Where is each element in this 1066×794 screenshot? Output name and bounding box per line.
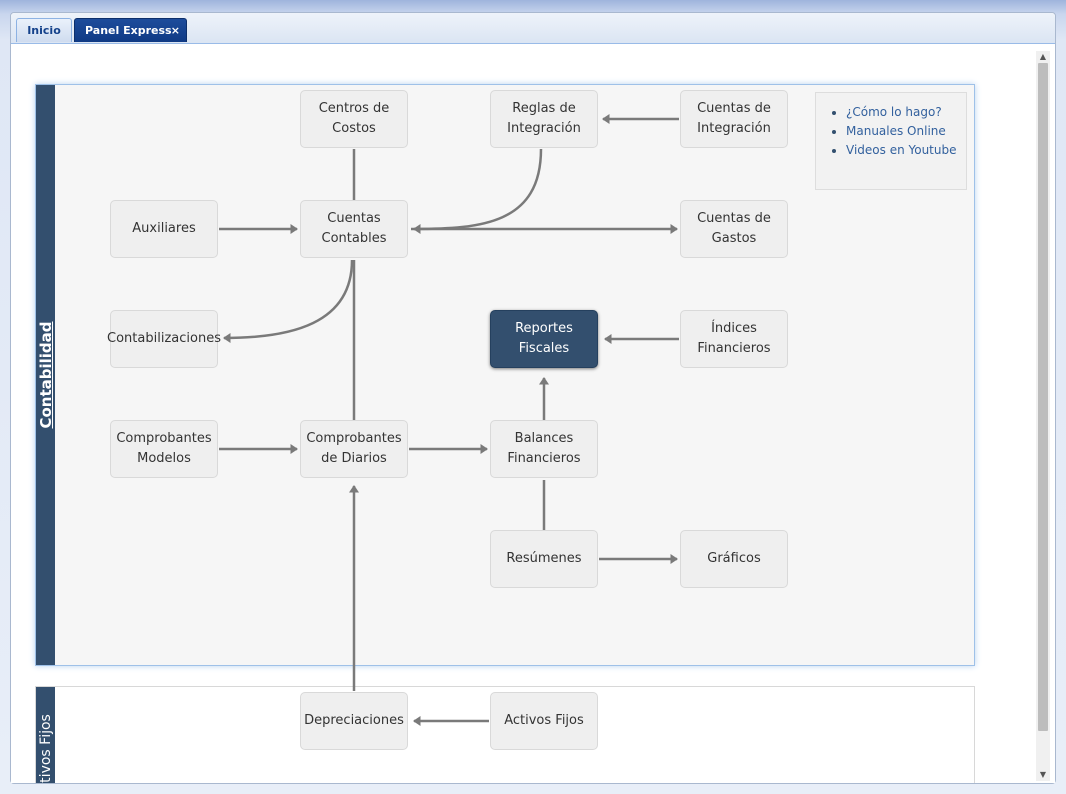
section-activos-fijos: Activos Fijos <box>35 686 975 783</box>
vertical-scrollbar[interactable]: ▲ ▼ <box>1036 51 1050 781</box>
help-links-list: ¿Cómo lo hago? Manuales Online Videos en… <box>824 103 958 160</box>
main-window: Inicio Panel Express × Contabilidad Acti… <box>10 12 1056 784</box>
help-link-item: Manuales Online <box>846 122 958 141</box>
node-cuentas-de-gastos[interactable]: Cuentas de Gastos <box>680 200 788 258</box>
node-depreciaciones[interactable]: Depreciaciones <box>300 692 408 750</box>
close-icon[interactable]: × <box>170 24 180 37</box>
section-title-activos-fijos: Activos Fijos <box>37 714 54 783</box>
node-reportes-fiscales[interactable]: Reportes Fiscales <box>490 310 598 368</box>
tab-panel-express-label: Panel Express <box>85 24 172 37</box>
node-reglas-de-integracion[interactable]: Reglas de Integración <box>490 90 598 148</box>
node-indices-financieros[interactable]: Índices Financieros <box>680 310 788 368</box>
section-label-contabilidad[interactable]: Contabilidad <box>36 85 55 665</box>
section-label-activos-fijos: Activos Fijos <box>36 687 55 783</box>
node-comprobantes-modelos[interactable]: Comprobantes Modelos <box>110 420 218 478</box>
tab-inicio[interactable]: Inicio <box>16 18 72 42</box>
node-cuentas-contables[interactable]: Cuentas Contables <box>300 200 408 258</box>
node-balances-financieros[interactable]: Balances Financieros <box>490 420 598 478</box>
node-auxiliares[interactable]: Auxiliares <box>110 200 218 258</box>
node-comprobantes-de-diarios[interactable]: Comprobantes de Diarios <box>300 420 408 478</box>
section-title-contabilidad: Contabilidad <box>36 321 55 429</box>
node-activos-fijos[interactable]: Activos Fijos <box>490 692 598 750</box>
node-graficos[interactable]: Gráficos <box>680 530 788 588</box>
node-centros-de-costos[interactable]: Centros de Costos <box>300 90 408 148</box>
node-cuentas-de-integracion[interactable]: Cuentas de Integración <box>680 90 788 148</box>
tab-bar: Inicio Panel Express × <box>11 13 1055 44</box>
link-manuales-online[interactable]: Manuales Online <box>846 124 946 138</box>
link-como-lo-hago[interactable]: ¿Cómo lo hago? <box>846 105 942 119</box>
help-link-item: ¿Cómo lo hago? <box>846 103 958 122</box>
node-resumenes[interactable]: Resúmenes <box>490 530 598 588</box>
help-link-item: Videos en Youtube <box>846 141 958 160</box>
node-contabilizaciones[interactable]: Contabilizaciones <box>107 310 221 368</box>
scroll-up-icon[interactable]: ▲ <box>1039 52 1047 61</box>
panel-content: Contabilidad Activos Fijos <box>11 44 1055 783</box>
scroll-thumb[interactable] <box>1038 63 1048 731</box>
help-panel: ¿Cómo lo hago? Manuales Online Videos en… <box>815 92 967 190</box>
link-videos-youtube[interactable]: Videos en Youtube <box>846 143 957 157</box>
tab-panel-express[interactable]: Panel Express × <box>74 18 187 42</box>
scroll-down-icon[interactable]: ▼ <box>1039 770 1047 779</box>
